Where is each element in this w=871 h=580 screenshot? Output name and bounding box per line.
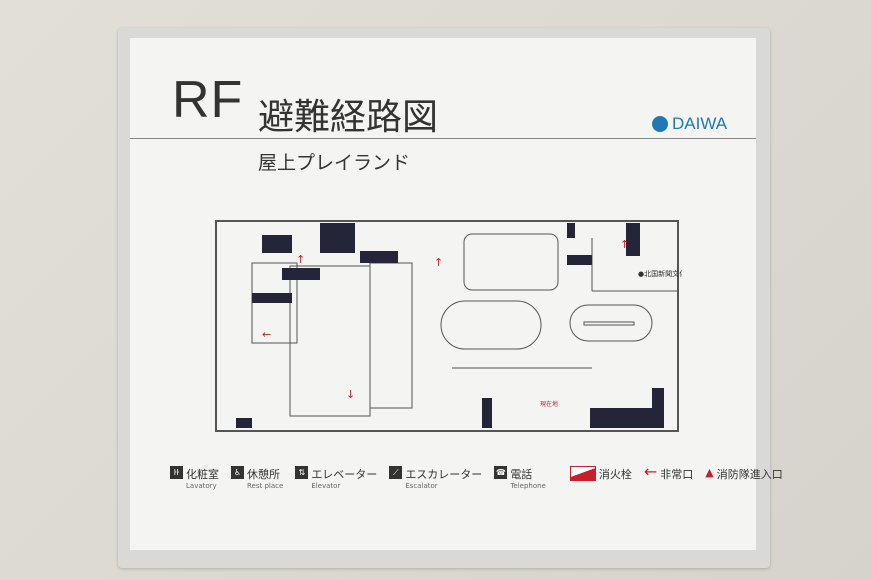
svg-text:↑: ↑: [434, 256, 443, 269]
elevator-icon: ⇅: [295, 466, 309, 479]
floor-plan: ↑ ↑ ↑ ← ↓ ●北国新聞文化センター 現在地: [215, 220, 682, 432]
svg-text:↑: ↑: [296, 253, 305, 266]
sign-subtitle: 屋上プレイランド: [258, 152, 411, 174]
current-location-label: 現在地: [540, 400, 558, 408]
svg-text:←: ←: [262, 328, 271, 341]
legend-fire-brigade-entrance: ▲消防隊進入口: [705, 466, 783, 481]
exit-arrow-icon: ←: [643, 462, 658, 481]
rest-place-icon: ♿: [231, 466, 244, 479]
legend-fire-hydrant: 消火栓: [569, 466, 632, 482]
fire-hydrant-icon: [569, 466, 596, 481]
neighbor-label: ●北国新聞文化センター: [638, 269, 682, 278]
floor-label: RF: [172, 71, 244, 129]
legend-exit: ←非常口: [643, 462, 694, 482]
logo-text: DAIWA: [672, 114, 728, 133]
evacuation-sign: [130, 38, 756, 550]
fire-brigade-entrance-icon: ▲: [705, 466, 714, 479]
svg-text:↓: ↓: [346, 388, 355, 401]
logo-mark-icon: [652, 116, 668, 132]
sign-title: 避難経路図: [258, 97, 439, 138]
daiwa-logo: DAIWA: [652, 114, 727, 134]
divider: [130, 138, 756, 139]
escalator-icon: ⟋: [389, 466, 403, 479]
svg-text:↑: ↑: [620, 238, 629, 251]
telephone-icon: ☎: [494, 466, 508, 479]
lavatory-icon: ŀŀ: [170, 466, 183, 479]
